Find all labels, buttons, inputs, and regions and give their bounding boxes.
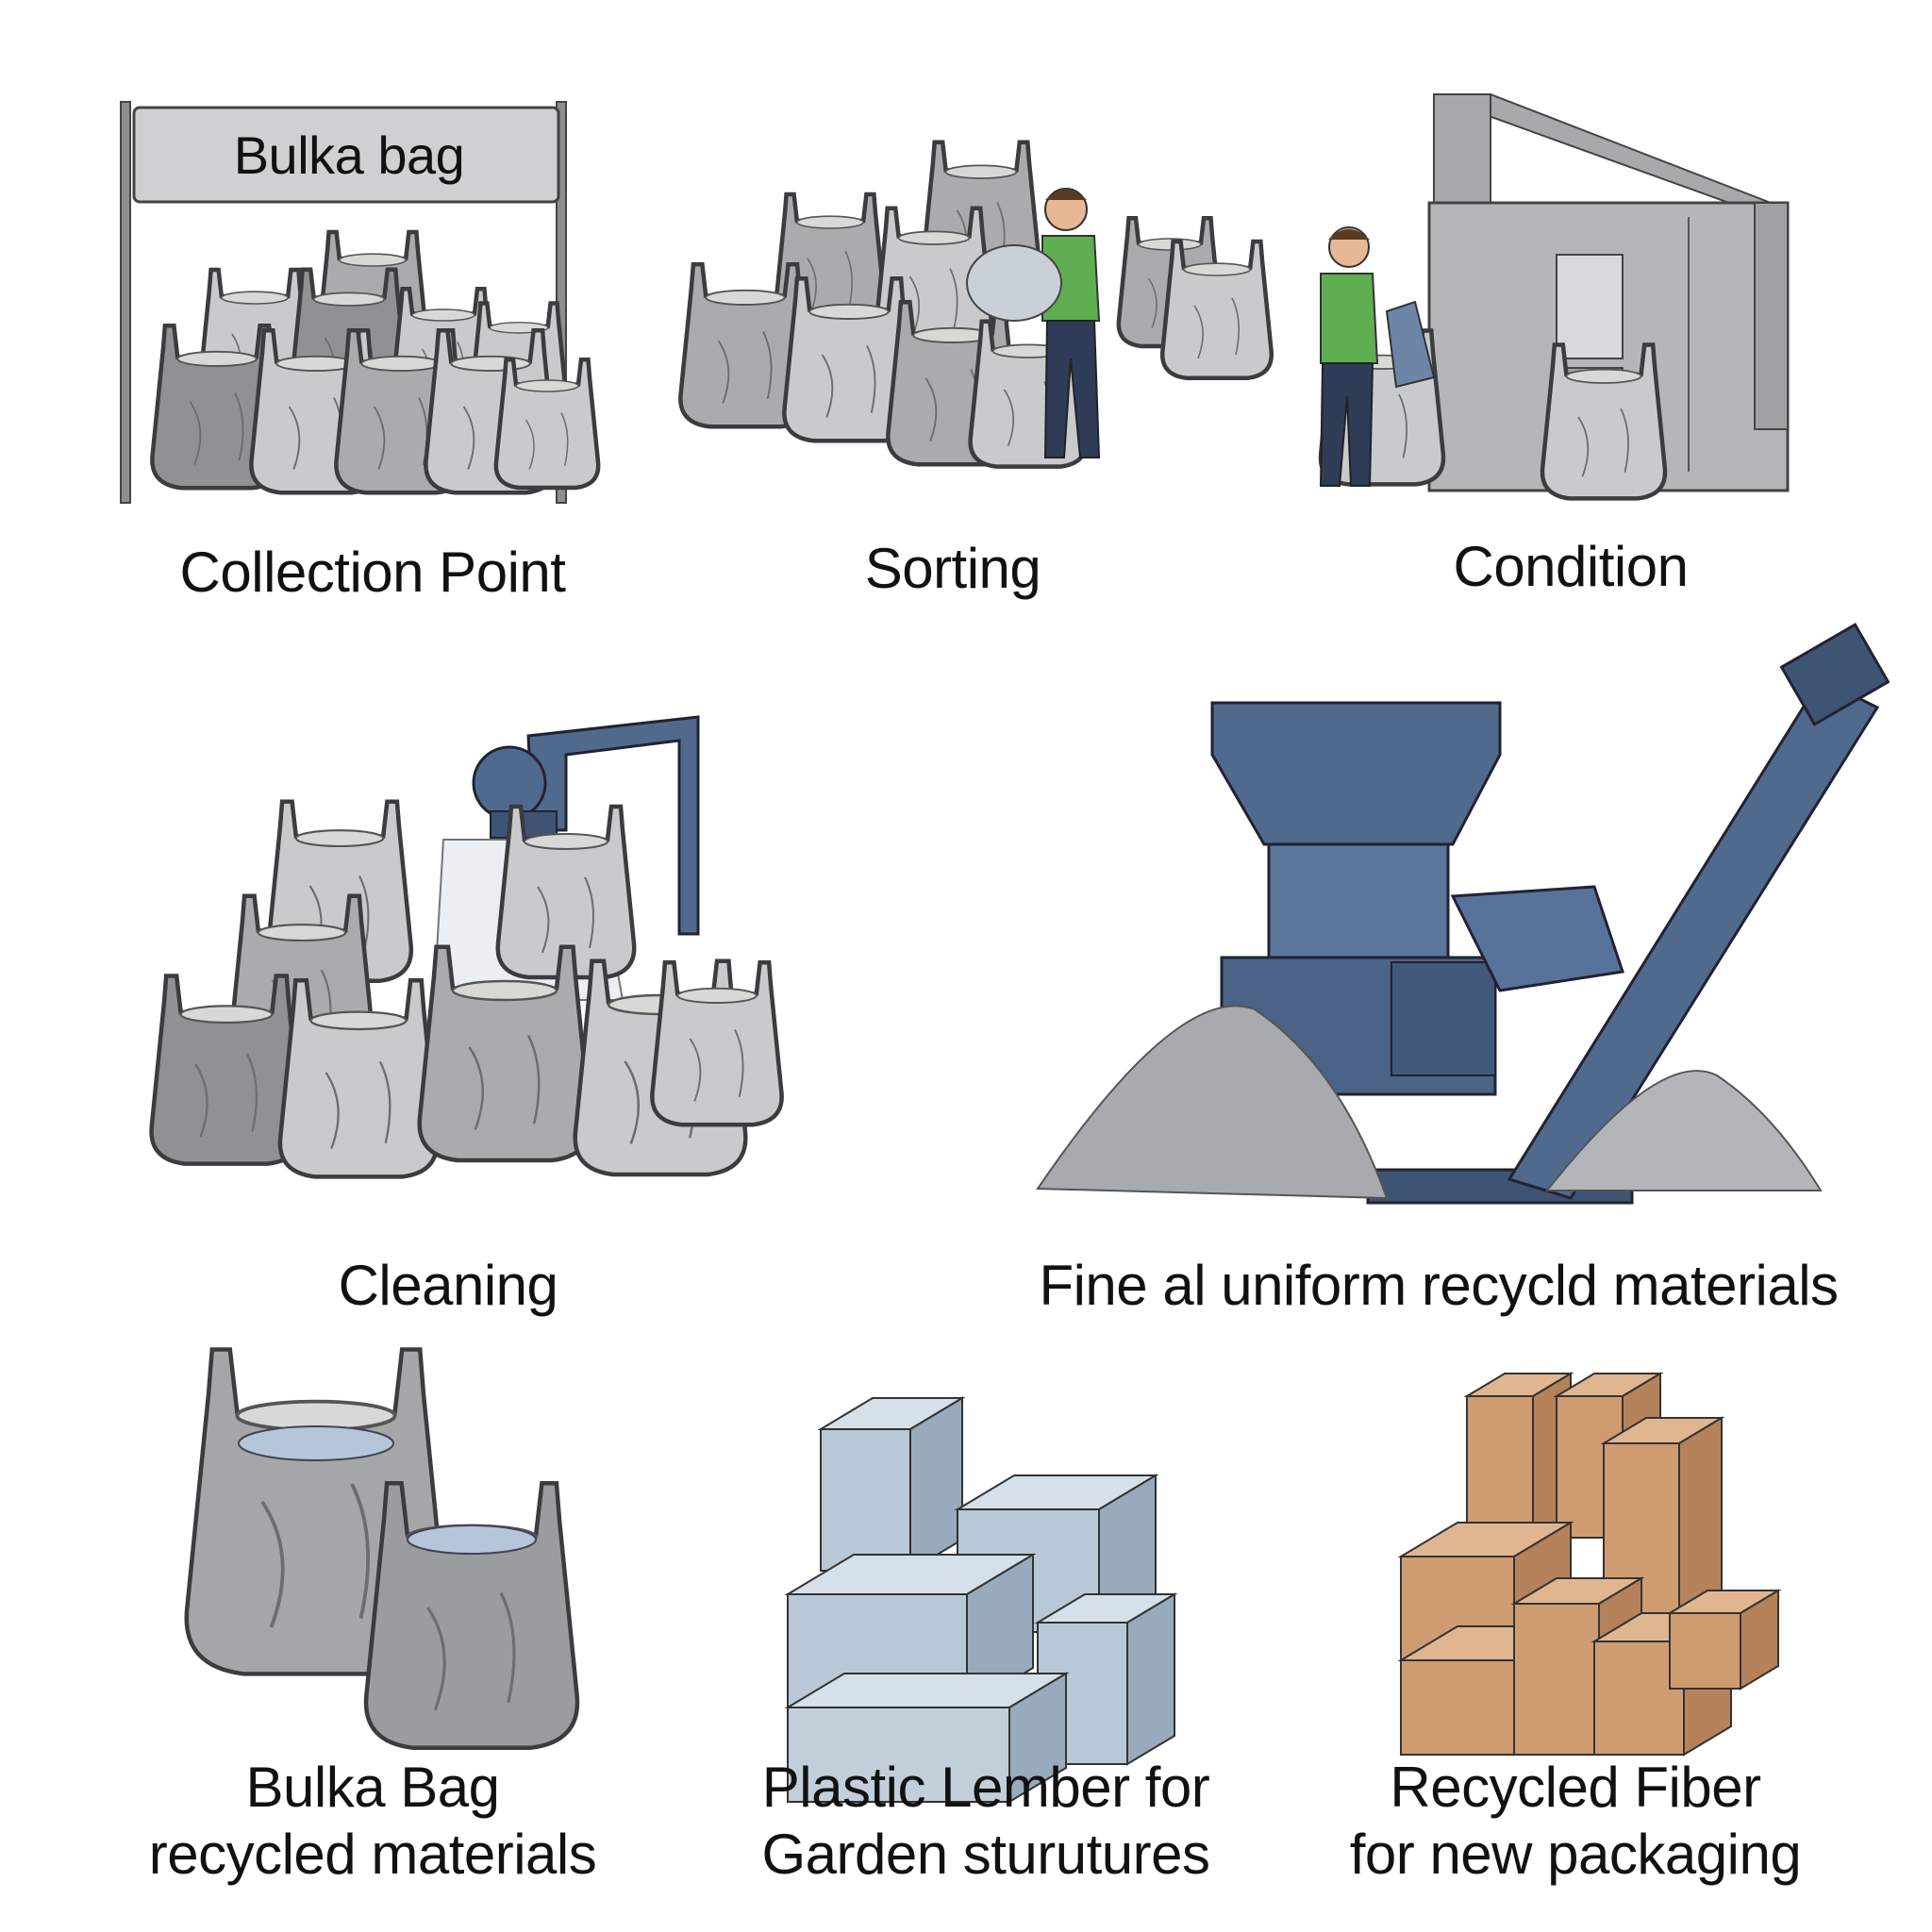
lumber-label: Plastic Lember for Garden sturutures [745,1755,1226,1889]
lumber-block [784,1672,1070,1804]
bulk-bag [1162,242,1272,378]
shredder-neck [1267,842,1450,964]
collection-point-illustration [120,101,598,504]
bulk-bag [420,947,591,1160]
cleaning-illustration [152,715,782,1176]
bulk-bag [152,976,302,1164]
machine-side [1754,202,1789,430]
shredding-label: Fine al uniform recycld materials [1039,1254,1839,1317]
sorting-label: Sorting [864,537,1041,600]
machine-tower [1433,93,1491,218]
held-bag [966,244,1062,322]
bulk-bag [187,1350,446,1674]
condition-worker [1319,226,1436,487]
cleaning-label: Cleaning [338,1254,558,1317]
condition-label: Condition [1453,535,1689,598]
lumber-label-line1: Plastic Lember for [761,1756,1210,1819]
fiber-illustration [1397,1372,1782,1757]
hopper [1210,701,1502,846]
motor [1391,961,1496,1076]
bulk-bag [1119,218,1221,346]
collection-sign-board [132,106,560,204]
bag-contents [407,1524,537,1555]
support-arm [1450,885,1624,992]
collection-sign-text: Bulka bag [233,125,465,185]
output-bags-label-line2: recycled materials [148,1822,597,1886]
bulk-bag [496,359,598,488]
worker-hair [1045,190,1087,200]
lumber-label-line2: Garden sturutures [761,1822,1210,1886]
bulk-bag [652,962,781,1124]
condition-illustration [1319,93,1790,499]
output-bags-label-line1: Bulka Bag [245,1756,500,1819]
sorting-illustration [680,142,1271,467]
fiber-label-line1: Recycled Fiber [1390,1756,1761,1819]
lumber-block [817,1396,966,1573]
sign-post-left [120,101,131,504]
sorting-worker [966,188,1101,458]
conveyor-head [1779,623,1890,726]
bulk-bag [775,194,885,331]
fiber-box [1666,1589,1782,1690]
incline-conveyor [1507,677,1880,1200]
bulk-bag [498,807,634,977]
output-bags-label: Bulka Bag recycled materials [123,1755,623,1889]
shredding-illustration [1036,623,1890,1205]
bulk-bag [152,325,281,488]
worker-shirt [1320,273,1379,364]
output-bags-illustration [187,1350,577,1748]
control-panel [1556,254,1624,359]
worker-pants [1043,320,1101,458]
collection-point-label: Collection Point [179,541,566,604]
worker-hair [1328,229,1370,240]
bulk-bag [784,278,913,441]
lumber-illustration [784,1396,1178,1804]
worker-pants [1319,362,1374,487]
bulk-bag [876,208,992,354]
granule-pile-right [1544,1070,1823,1191]
bulk-bag [280,980,437,1176]
bulk-bag [336,330,465,492]
bulk-bag [1542,345,1665,499]
held-material-bag [1385,300,1436,389]
granule-pile-left [1036,1005,1389,1200]
bulk-bag [680,264,809,426]
bag-contents [238,1425,394,1461]
fiber-label-line2: for new packaging [1349,1822,1802,1886]
fiber-label: Recycled Fiber for new packaging [1340,1755,1811,1889]
bulk-bag [366,1483,577,1748]
